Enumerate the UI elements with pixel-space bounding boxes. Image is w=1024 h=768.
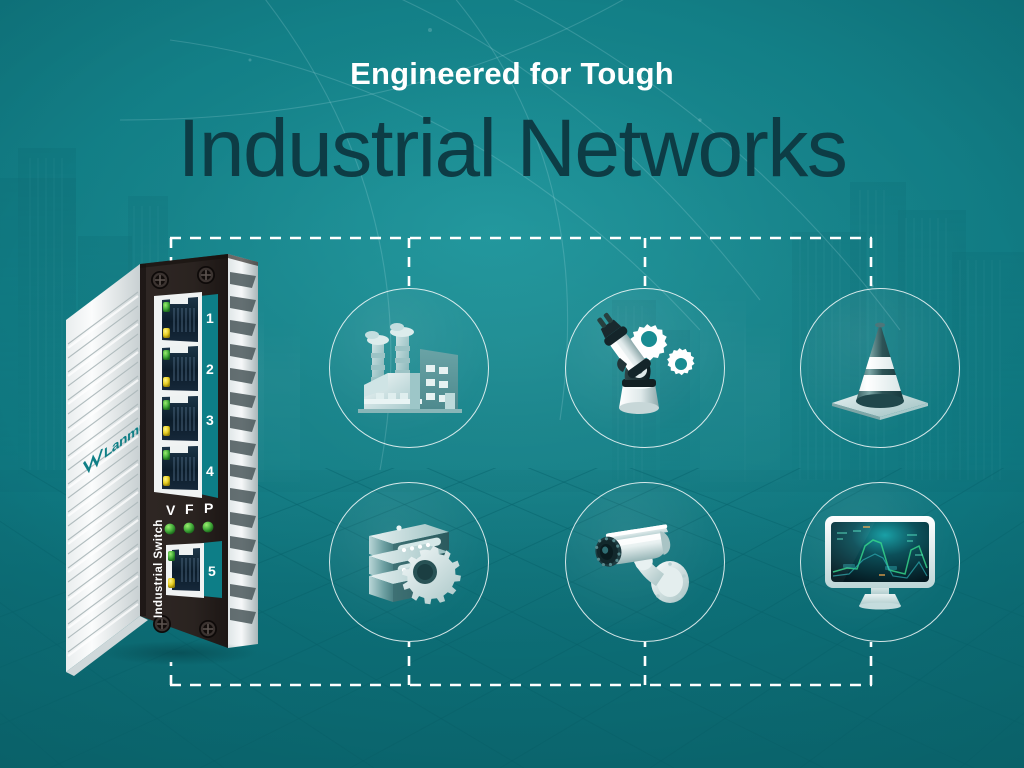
cctv-camera-icon xyxy=(595,524,689,603)
port-label-3: 3 xyxy=(206,412,214,428)
led-v xyxy=(164,523,176,535)
port-3-led-amber xyxy=(163,426,170,436)
port-5-led-amber xyxy=(168,578,175,588)
robot-arm-icon xyxy=(597,312,695,414)
port-2-led-amber xyxy=(163,377,170,387)
port-1-led-green xyxy=(163,302,170,312)
led-label-p: P xyxy=(204,500,213,516)
port-4-led-green xyxy=(163,450,170,460)
feature-node-monitor[interactable] xyxy=(800,482,960,642)
port-1-led-amber xyxy=(163,328,170,338)
port-5-led-green xyxy=(168,551,175,561)
uplink-number-strip xyxy=(202,541,222,598)
status-led-group: V F P xyxy=(164,500,214,535)
feature-node-server[interactable] xyxy=(329,482,489,642)
monitor-display-icon xyxy=(825,516,935,610)
ethernet-port-4 xyxy=(162,445,198,490)
port-number-strip xyxy=(200,294,218,498)
port-label-1: 1 xyxy=(206,310,214,326)
ethernet-port-2 xyxy=(162,345,198,391)
port-3-led-green xyxy=(163,400,170,410)
port-label-5: 5 xyxy=(208,563,216,579)
led-f xyxy=(183,522,195,534)
feature-node-camera[interactable] xyxy=(565,482,725,642)
port-label-2: 2 xyxy=(206,361,214,377)
ethernet-port-5 xyxy=(168,547,200,591)
traffic-cone-icon xyxy=(832,322,928,420)
led-label-v: V xyxy=(166,502,176,518)
model-label: Industrial Switch xyxy=(153,519,165,618)
device-shadow xyxy=(72,636,287,670)
faceplate-screws xyxy=(151,266,217,638)
ethernet-port-1 xyxy=(162,296,198,342)
subtitle: Engineered for Tough xyxy=(350,56,674,91)
industrial-switch-device[interactable]: Lanmus xyxy=(62,248,287,688)
server-gear-icon xyxy=(369,524,461,605)
feature-node-cone[interactable] xyxy=(800,288,960,448)
factory-icon xyxy=(358,323,462,413)
port-label-4: 4 xyxy=(206,463,214,479)
port-4-led-amber xyxy=(163,476,170,486)
led-p xyxy=(202,521,214,533)
port-2-led-green xyxy=(163,350,170,360)
ethernet-port-3 xyxy=(162,395,198,441)
device-illustration: Lanmus xyxy=(66,254,258,676)
led-label-f: F xyxy=(185,501,194,517)
feature-node-robot[interactable] xyxy=(565,288,725,448)
page-title: Industrial Networks xyxy=(177,103,848,194)
feature-node-factory[interactable] xyxy=(329,288,489,448)
